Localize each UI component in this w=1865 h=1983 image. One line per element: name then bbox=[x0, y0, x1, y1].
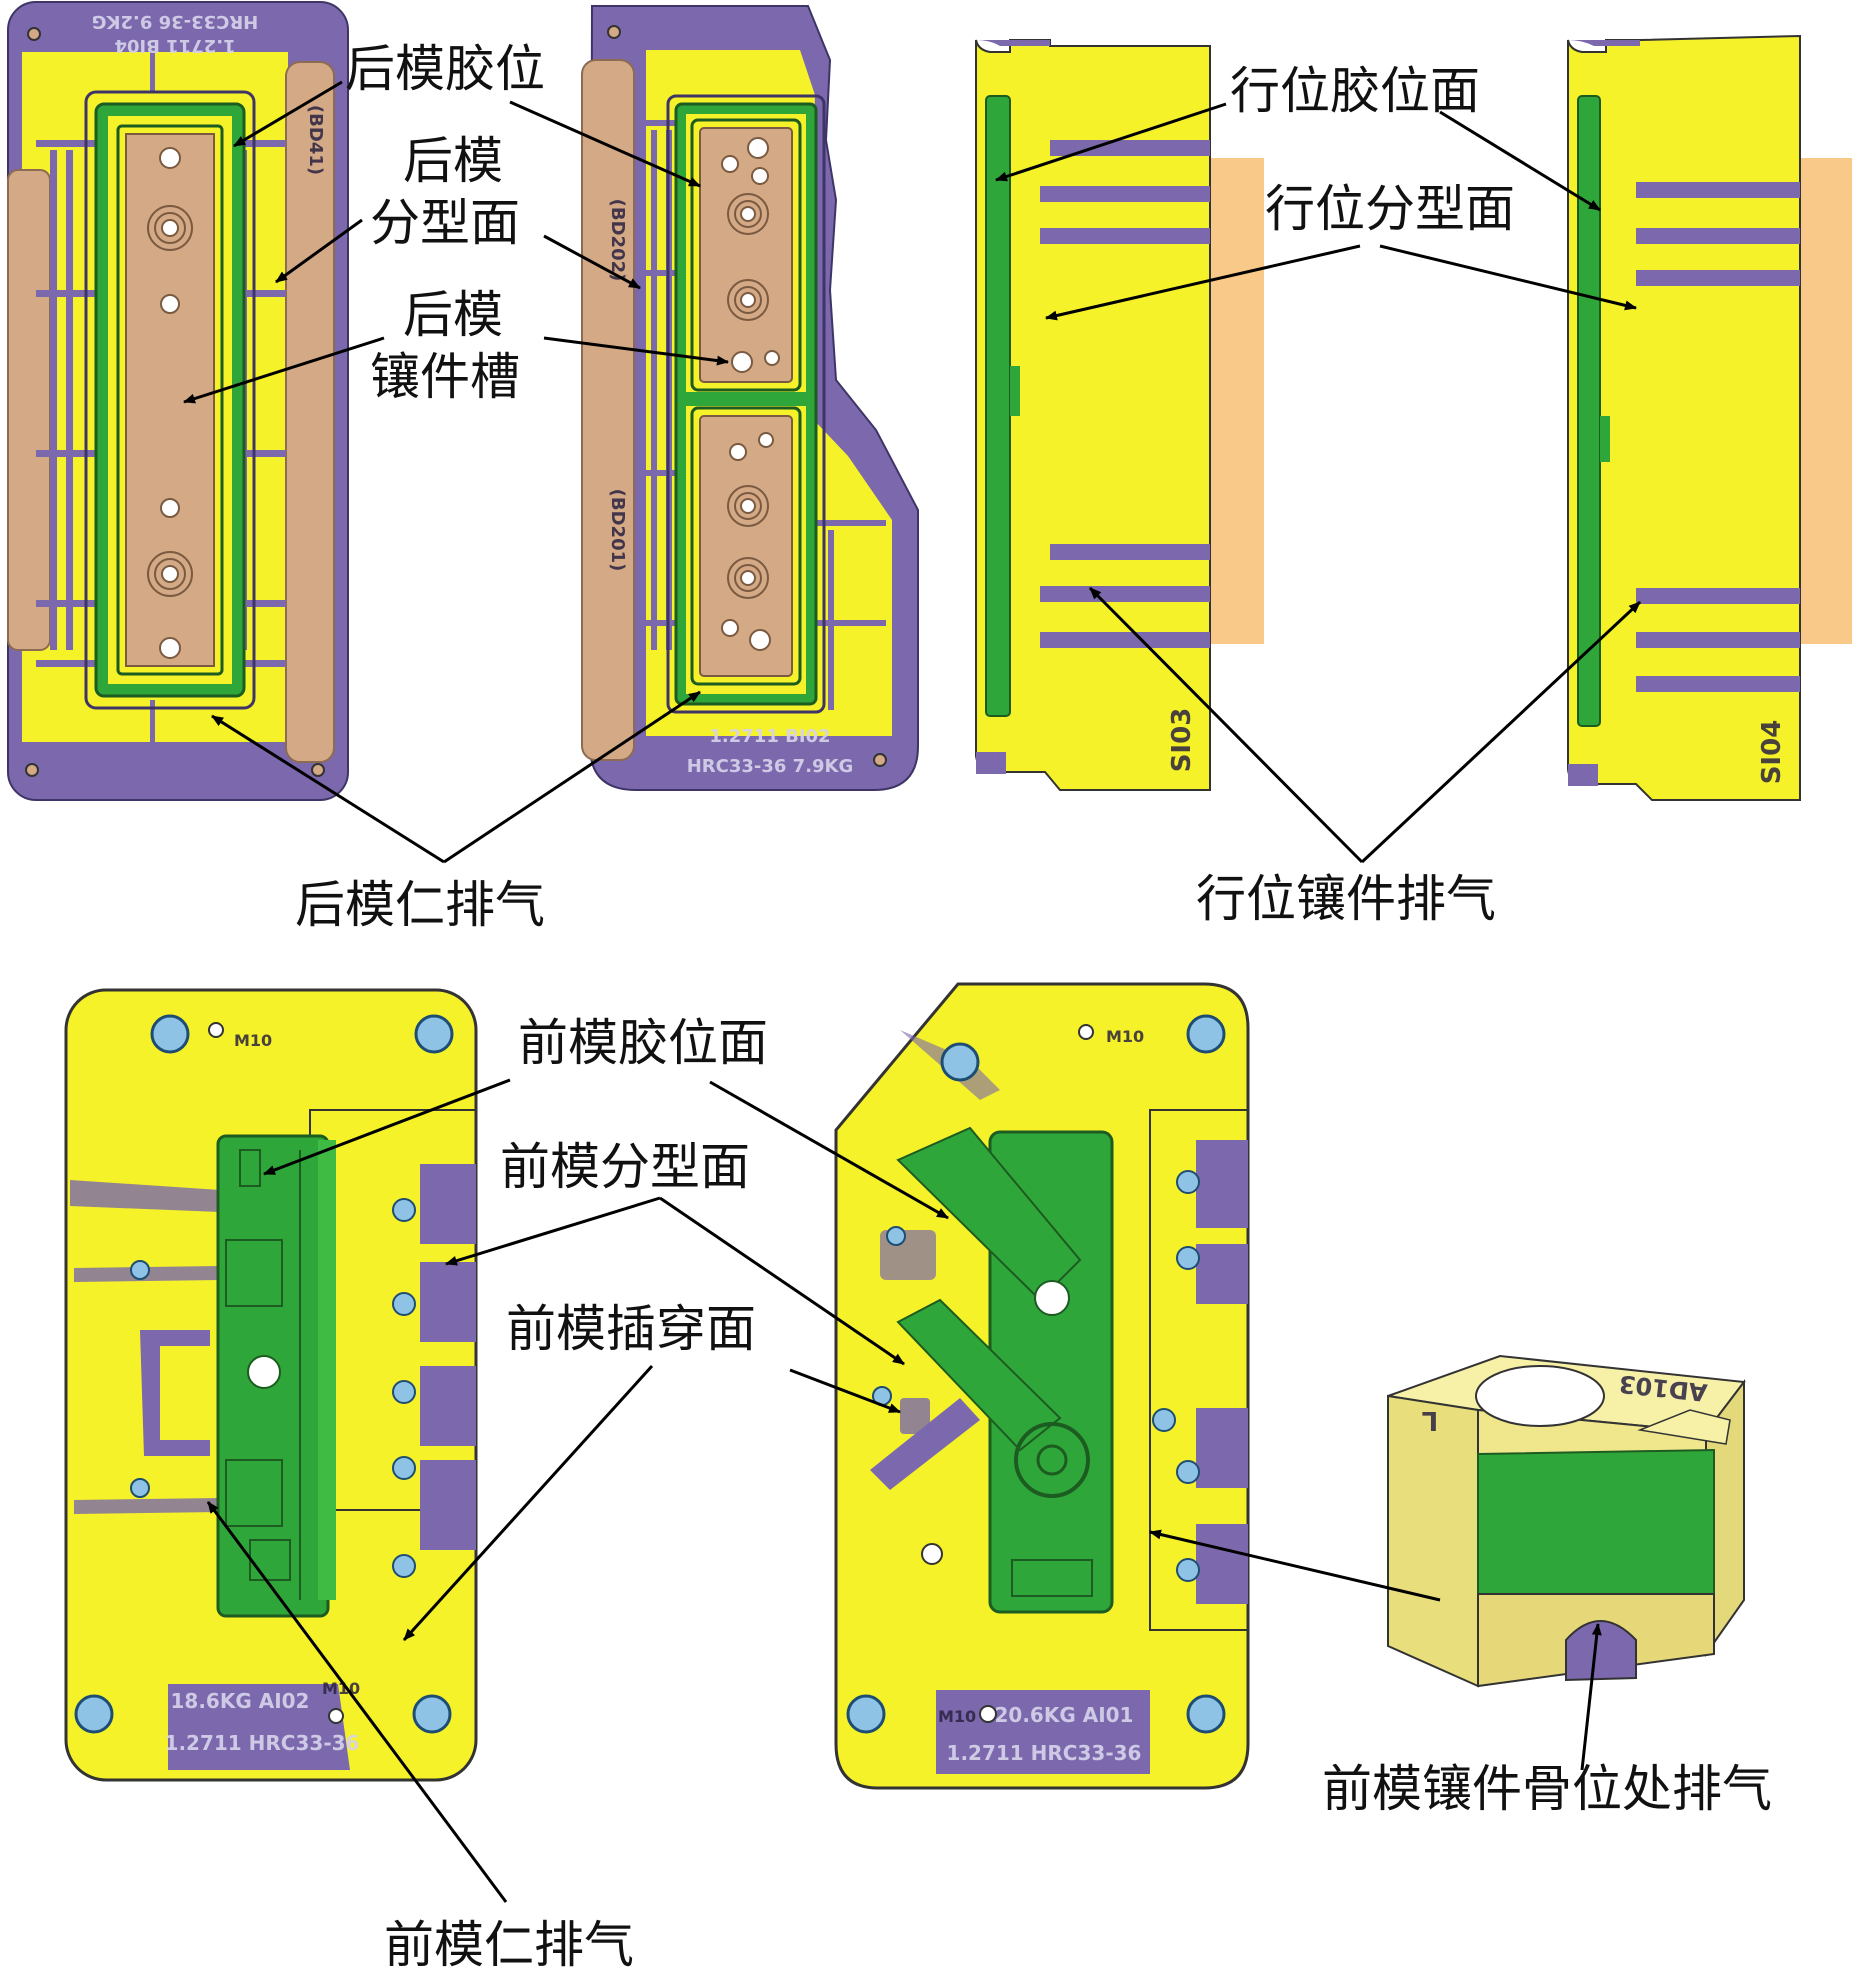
arrow-cavity-vent bbox=[206, 1501, 508, 1903]
label-cavity-shutoff: 前模插穿面 bbox=[506, 1300, 756, 1358]
arrow-core-slot-left bbox=[183, 336, 385, 404]
stamp-cav-right-m10-bottom: M10 bbox=[938, 1707, 976, 1726]
panel-slide-labels: 行位胶位面 行位分型面 行位镶件排气 bbox=[1196, 62, 1515, 928]
panel-cavity-labels: 前模胶位面 前模分型面 前模插穿面 前模仁排气 前模镶件骨位处排气 bbox=[384, 1014, 1772, 1974]
label-core-vent: 后模仁排气 bbox=[295, 876, 545, 934]
arrow-slide-vent-right bbox=[1360, 600, 1642, 864]
label-cavity-glue: 前模胶位面 bbox=[518, 1014, 768, 1072]
core-insert-left: HRC33-36 9.2KG 1.2711 BI04 (BD41) bbox=[7, 1, 349, 801]
label-core-slot-2: 镶件槽 bbox=[370, 348, 520, 406]
stamp-core-right-side-2: (BD201) bbox=[607, 489, 628, 572]
stamp-core-left-side: (BD41) bbox=[305, 105, 326, 175]
stamp-cav-right-bottom-2: 1.2711 HRC33-36 bbox=[947, 1741, 1142, 1765]
arrow-core-glue-right bbox=[509, 100, 701, 188]
stamp-core-left-top-1: HRC33-36 9.2KG bbox=[92, 11, 259, 32]
cavity-insert-left: M10 M10 18.6KG AI02 1.2711 HRC33-36 bbox=[64, 988, 478, 1782]
panel-cavity-arrows bbox=[206, 1078, 1602, 1903]
arrow-cavity-shutoff-left bbox=[402, 1364, 654, 1642]
arrow-slide-vent-left bbox=[1088, 586, 1364, 864]
label-slide-vent: 行位镶件排气 bbox=[1196, 870, 1496, 928]
arrow-core-slot-right bbox=[543, 336, 729, 366]
arrow-cavity-shutoff-right bbox=[789, 1368, 901, 1414]
arrow-cavity-glue-left bbox=[263, 1078, 511, 1176]
label-core-parting-2: 分型面 bbox=[370, 194, 520, 252]
stamp-cav-left-bottom-2: 1.2711 HRC33-36 bbox=[165, 1731, 360, 1755]
arrow-insert-vent-cavity bbox=[1149, 1529, 1441, 1602]
arrow-slide-parting-left bbox=[1045, 244, 1361, 321]
slide-insert-right: SI04 bbox=[1567, 34, 1852, 801]
arrow-core-vent-left bbox=[211, 714, 445, 864]
stamp-core-right-side-1: (BD202) bbox=[607, 199, 628, 282]
label-cavity-vent: 前模仁排气 bbox=[384, 1916, 634, 1974]
arrow-core-vent-right bbox=[443, 690, 701, 864]
arrow-core-glue-left bbox=[233, 80, 343, 148]
arrow-cavity-parting-right bbox=[659, 1196, 905, 1366]
label-core-glue: 后模胶位 bbox=[345, 40, 545, 98]
arrow-core-parting-left bbox=[275, 218, 363, 284]
arrow-cavity-parting-left bbox=[445, 1196, 661, 1266]
arrow-slide-glue-left bbox=[995, 102, 1227, 182]
label-core-parting-1: 后模 bbox=[403, 132, 503, 190]
stamp-core-right-bottom-2: HRC33-36 7.9KG bbox=[687, 756, 854, 777]
label-slide-glue: 行位胶位面 bbox=[1230, 62, 1480, 120]
slide-insert-left: SI03 bbox=[975, 39, 1264, 791]
label-core-slot-1: 后模 bbox=[403, 286, 503, 344]
cavity-insert-right: M10 M10 20.6KG AI01 1.2711 HRC33-36 bbox=[834, 982, 1250, 1790]
stamp-core-left-top-2: 1.2711 BI04 bbox=[114, 35, 235, 56]
stamp-slide-left: SI03 bbox=[1167, 708, 1197, 773]
insert-block-ad103: AD103 L bbox=[1387, 1354, 1746, 1688]
stamp-cav-right-m10-top: M10 bbox=[1106, 1027, 1144, 1046]
arrow-core-parting-right bbox=[543, 234, 641, 290]
core-insert-right: (BD202) (BD201) 1.2711 BI02 HRC33-36 7.9… bbox=[581, 5, 919, 791]
arrow-slide-glue-right bbox=[1439, 110, 1601, 212]
label-insert-rib-vent: 前模镶件骨位处排气 bbox=[1322, 1760, 1772, 1818]
stamp-cav-right-bottom-1: 20.6KG AI01 bbox=[995, 1703, 1134, 1727]
stamp-slide-right: SI04 bbox=[1757, 720, 1787, 785]
panel-slide-arrows bbox=[995, 102, 1642, 864]
label-cavity-parting: 前模分型面 bbox=[500, 1138, 750, 1196]
stamp-cav-left-m10-top: M10 bbox=[234, 1031, 272, 1050]
arrow-slide-parting-right bbox=[1379, 244, 1637, 311]
panel-core-labels: 后模胶位 后模 分型面 后模 镶件槽 后模仁排气 bbox=[295, 40, 545, 934]
panel-core-arrows bbox=[183, 80, 729, 864]
stamp-cav-left-bottom-1: 18.6KG AI02 bbox=[171, 1689, 310, 1713]
stamp-insert-l: L bbox=[1422, 1405, 1439, 1435]
arrow-cavity-glue-right bbox=[709, 1080, 949, 1220]
stamp-core-right-bottom-1: 1.2711 BI02 bbox=[709, 726, 830, 747]
arrow-insert-vent-block bbox=[1580, 1623, 1602, 1771]
label-slide-parting: 行位分型面 bbox=[1265, 180, 1515, 238]
